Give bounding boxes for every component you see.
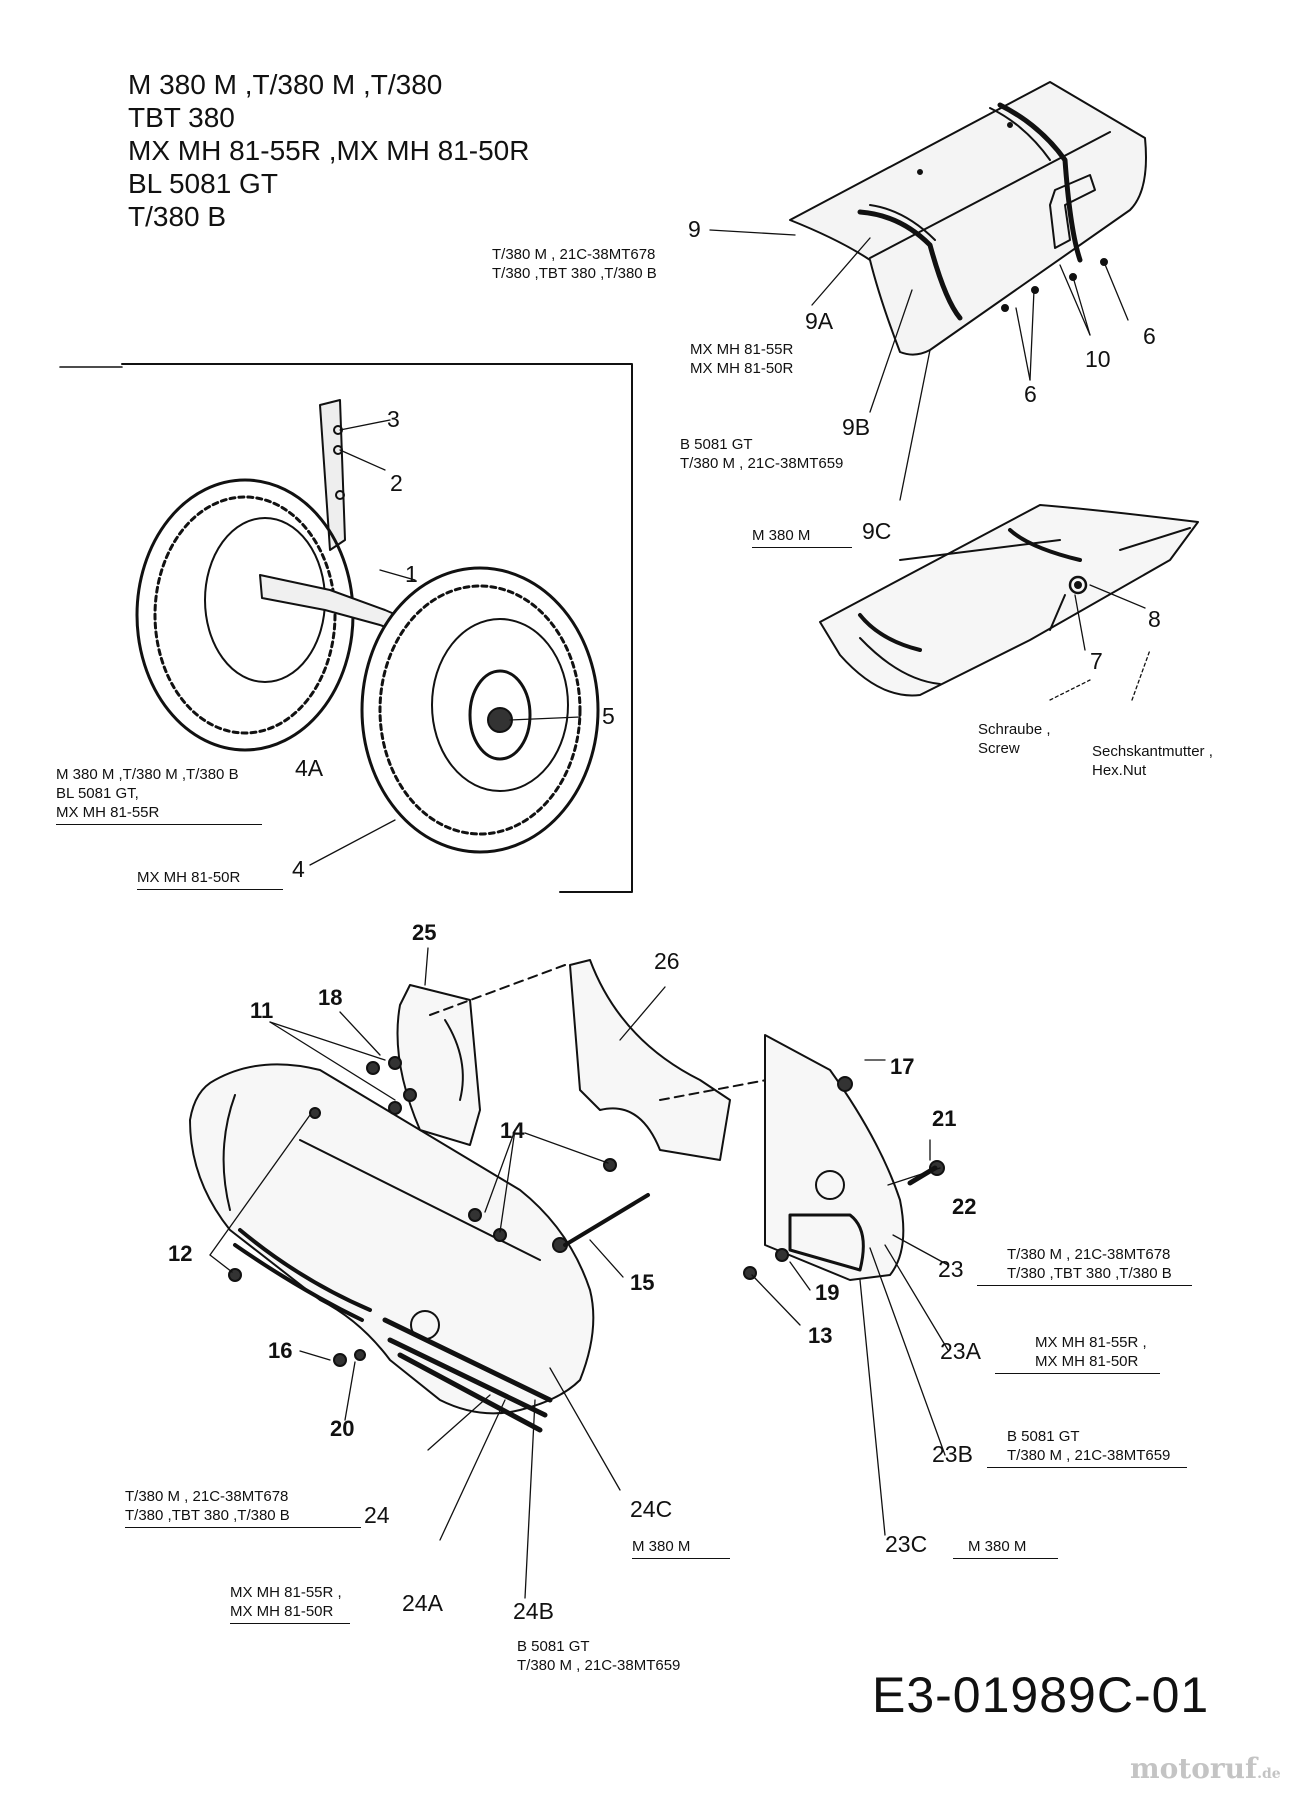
callout-23A: 23A [940, 1338, 981, 1364]
callout-3: 3 [387, 406, 400, 432]
callout-6: 6 [1024, 381, 1037, 407]
callout-7: 7 [1090, 648, 1103, 674]
note-9B-line: B 5081 GT [680, 436, 753, 453]
model-line: MX MH 81-55R ,MX MH 81-50R [128, 135, 530, 166]
note-4A-line: BL 5081 GT, [56, 785, 139, 802]
model-line: TBT 380 [128, 102, 235, 133]
callout-22: 22 [952, 1194, 977, 1219]
callout-24C: 24C [630, 1496, 673, 1522]
note-23A-line: MX MH 81-55R , [1035, 1334, 1147, 1351]
note-9A-line: MX MH 81-50R [690, 360, 794, 377]
note-8: Sechskantmutter , Hex.Nut [1092, 742, 1213, 780]
callout-13: 13 [808, 1323, 833, 1348]
note-7: Schraube , Screw [978, 720, 1051, 758]
callout-16: 16 [268, 1338, 293, 1363]
callout-26: 26 [654, 948, 680, 974]
callout-23C: 23C [885, 1531, 928, 1557]
note-7-line: Schraube , [978, 721, 1051, 738]
note-23-line: T/380 M , 21C-38MT678 [1007, 1246, 1171, 1263]
drawing-code: E3-01989C-01 [872, 1667, 1210, 1723]
belt-cover-24 [189, 1063, 595, 1433]
plate-26 [429, 959, 821, 1161]
callout-14: 14 [500, 1118, 525, 1143]
callout-24: 24 [364, 1502, 390, 1528]
tine-shield-9C [819, 504, 1199, 697]
model-line: BL 5081 GT [128, 168, 278, 199]
note-9-line: T/380 M , 21C-38MT678 [492, 246, 656, 263]
callout-9B: 9B [842, 414, 871, 440]
callout-19: 19 [815, 1280, 840, 1305]
callout-8: 8 [1148, 606, 1161, 632]
callout-10: 10 [1085, 346, 1111, 372]
callout-4A: 4A [295, 755, 324, 781]
note-24A-line: MX MH 81-50R [230, 1602, 350, 1624]
wheel-assembly-frame [59, 363, 633, 893]
callout-20: 20 [330, 1416, 355, 1441]
callout-5: 5 [602, 703, 615, 729]
note-4A: M 380 M ,T/380 M ,T/380 B BL 5081 GT, MX… [56, 765, 262, 825]
note-8-line: Sechskantmutter , [1092, 743, 1213, 760]
watermark-logo: motoruf.de [1130, 1755, 1281, 1783]
callout-23B: 23B [932, 1441, 973, 1467]
callout-25: 25 [412, 920, 437, 945]
note-9B-line: T/380 M , 21C-38MT659 [680, 455, 844, 472]
note-23C: M 380 M [953, 1537, 1058, 1559]
callout-18: 18 [318, 985, 343, 1010]
callout-24B: 24B [513, 1598, 554, 1624]
note-24-line: T/380 ,TBT 380 ,T/380 B [125, 1506, 361, 1528]
model-line: T/380 B [128, 201, 227, 232]
callout-6: 6 [1143, 323, 1156, 349]
callout-17: 17 [890, 1054, 915, 1079]
callout-1: 1 [405, 561, 418, 587]
note-23B: B 5081 GT T/380 M , 21C-38MT659 [987, 1427, 1187, 1468]
fasteners [228, 1056, 945, 1367]
note-8-line: Hex.Nut [1092, 762, 1147, 779]
callout-2: 2 [390, 470, 403, 496]
note-4A-line: MX MH 81-55R [56, 803, 262, 825]
cover-23 [764, 1034, 905, 1281]
tine-shield-9 [789, 81, 1147, 356]
plate-25 [396, 984, 481, 1146]
note-23A: MX MH 81-55R , MX MH 81-50R [995, 1333, 1160, 1374]
note-24B-line: T/380 M , 21C-38MT659 [517, 1657, 681, 1674]
callout-23: 23 [938, 1256, 964, 1282]
callout-21: 21 [932, 1106, 957, 1131]
callout-9C: 9C [862, 518, 892, 544]
callout-4: 4 [292, 856, 305, 882]
model-list: M 380 M ,T/380 M ,T/380 TBT 380 MX MH 81… [128, 68, 529, 233]
callout-24A: 24A [402, 1590, 443, 1616]
note-24A: MX MH 81-55R , MX MH 81-50R [230, 1583, 350, 1624]
note-9: T/380 M , 21C-38MT678 T/380 ,TBT 380 ,T/… [492, 245, 657, 283]
watermark-text: motoruf [1130, 1752, 1258, 1785]
callout-12: 12 [168, 1241, 193, 1266]
note-4: MX MH 81-50R [137, 868, 283, 890]
note-24C: M 380 M [632, 1537, 730, 1559]
note-23B-line: B 5081 GT [1007, 1428, 1080, 1445]
note-9A-line: MX MH 81-55R [690, 341, 794, 358]
callout-9: 9 [688, 216, 701, 242]
model-line: M 380 M ,T/380 M ,T/380 [128, 69, 443, 100]
watermark-suffix: .de [1257, 1766, 1281, 1782]
note-23-line: T/380 ,TBT 380 ,T/380 B [977, 1264, 1192, 1286]
transport-wheels [135, 399, 600, 854]
note-23A-line: MX MH 81-50R [995, 1352, 1160, 1374]
note-23: T/380 M , 21C-38MT678 T/380 ,TBT 380 ,T/… [977, 1245, 1192, 1286]
note-9B: B 5081 GT T/380 M , 21C-38MT659 [680, 435, 843, 473]
note-9A: MX MH 81-55R MX MH 81-50R [690, 340, 793, 378]
note-4A-line: M 380 M ,T/380 M ,T/380 B [56, 766, 239, 783]
note-9C: M 380 M [752, 526, 852, 548]
note-7-line: Screw [978, 740, 1020, 757]
note-9-line: T/380 ,TBT 380 ,T/380 B [492, 265, 657, 282]
note-24: T/380 M , 21C-38MT678 T/380 ,TBT 380 ,T/… [125, 1487, 361, 1528]
note-24B: B 5081 GT T/380 M , 21C-38MT659 [517, 1637, 680, 1675]
note-24-line: T/380 M , 21C-38MT678 [125, 1488, 289, 1505]
callout-11: 11 [250, 998, 274, 1023]
callout-15: 15 [630, 1270, 655, 1295]
leader-lines [209, 229, 1151, 1599]
note-23B-line: T/380 M , 21C-38MT659 [987, 1446, 1187, 1468]
note-24B-line: B 5081 GT [517, 1638, 590, 1655]
callout-9A: 9A [805, 308, 834, 334]
note-24A-line: MX MH 81-55R , [230, 1584, 342, 1601]
